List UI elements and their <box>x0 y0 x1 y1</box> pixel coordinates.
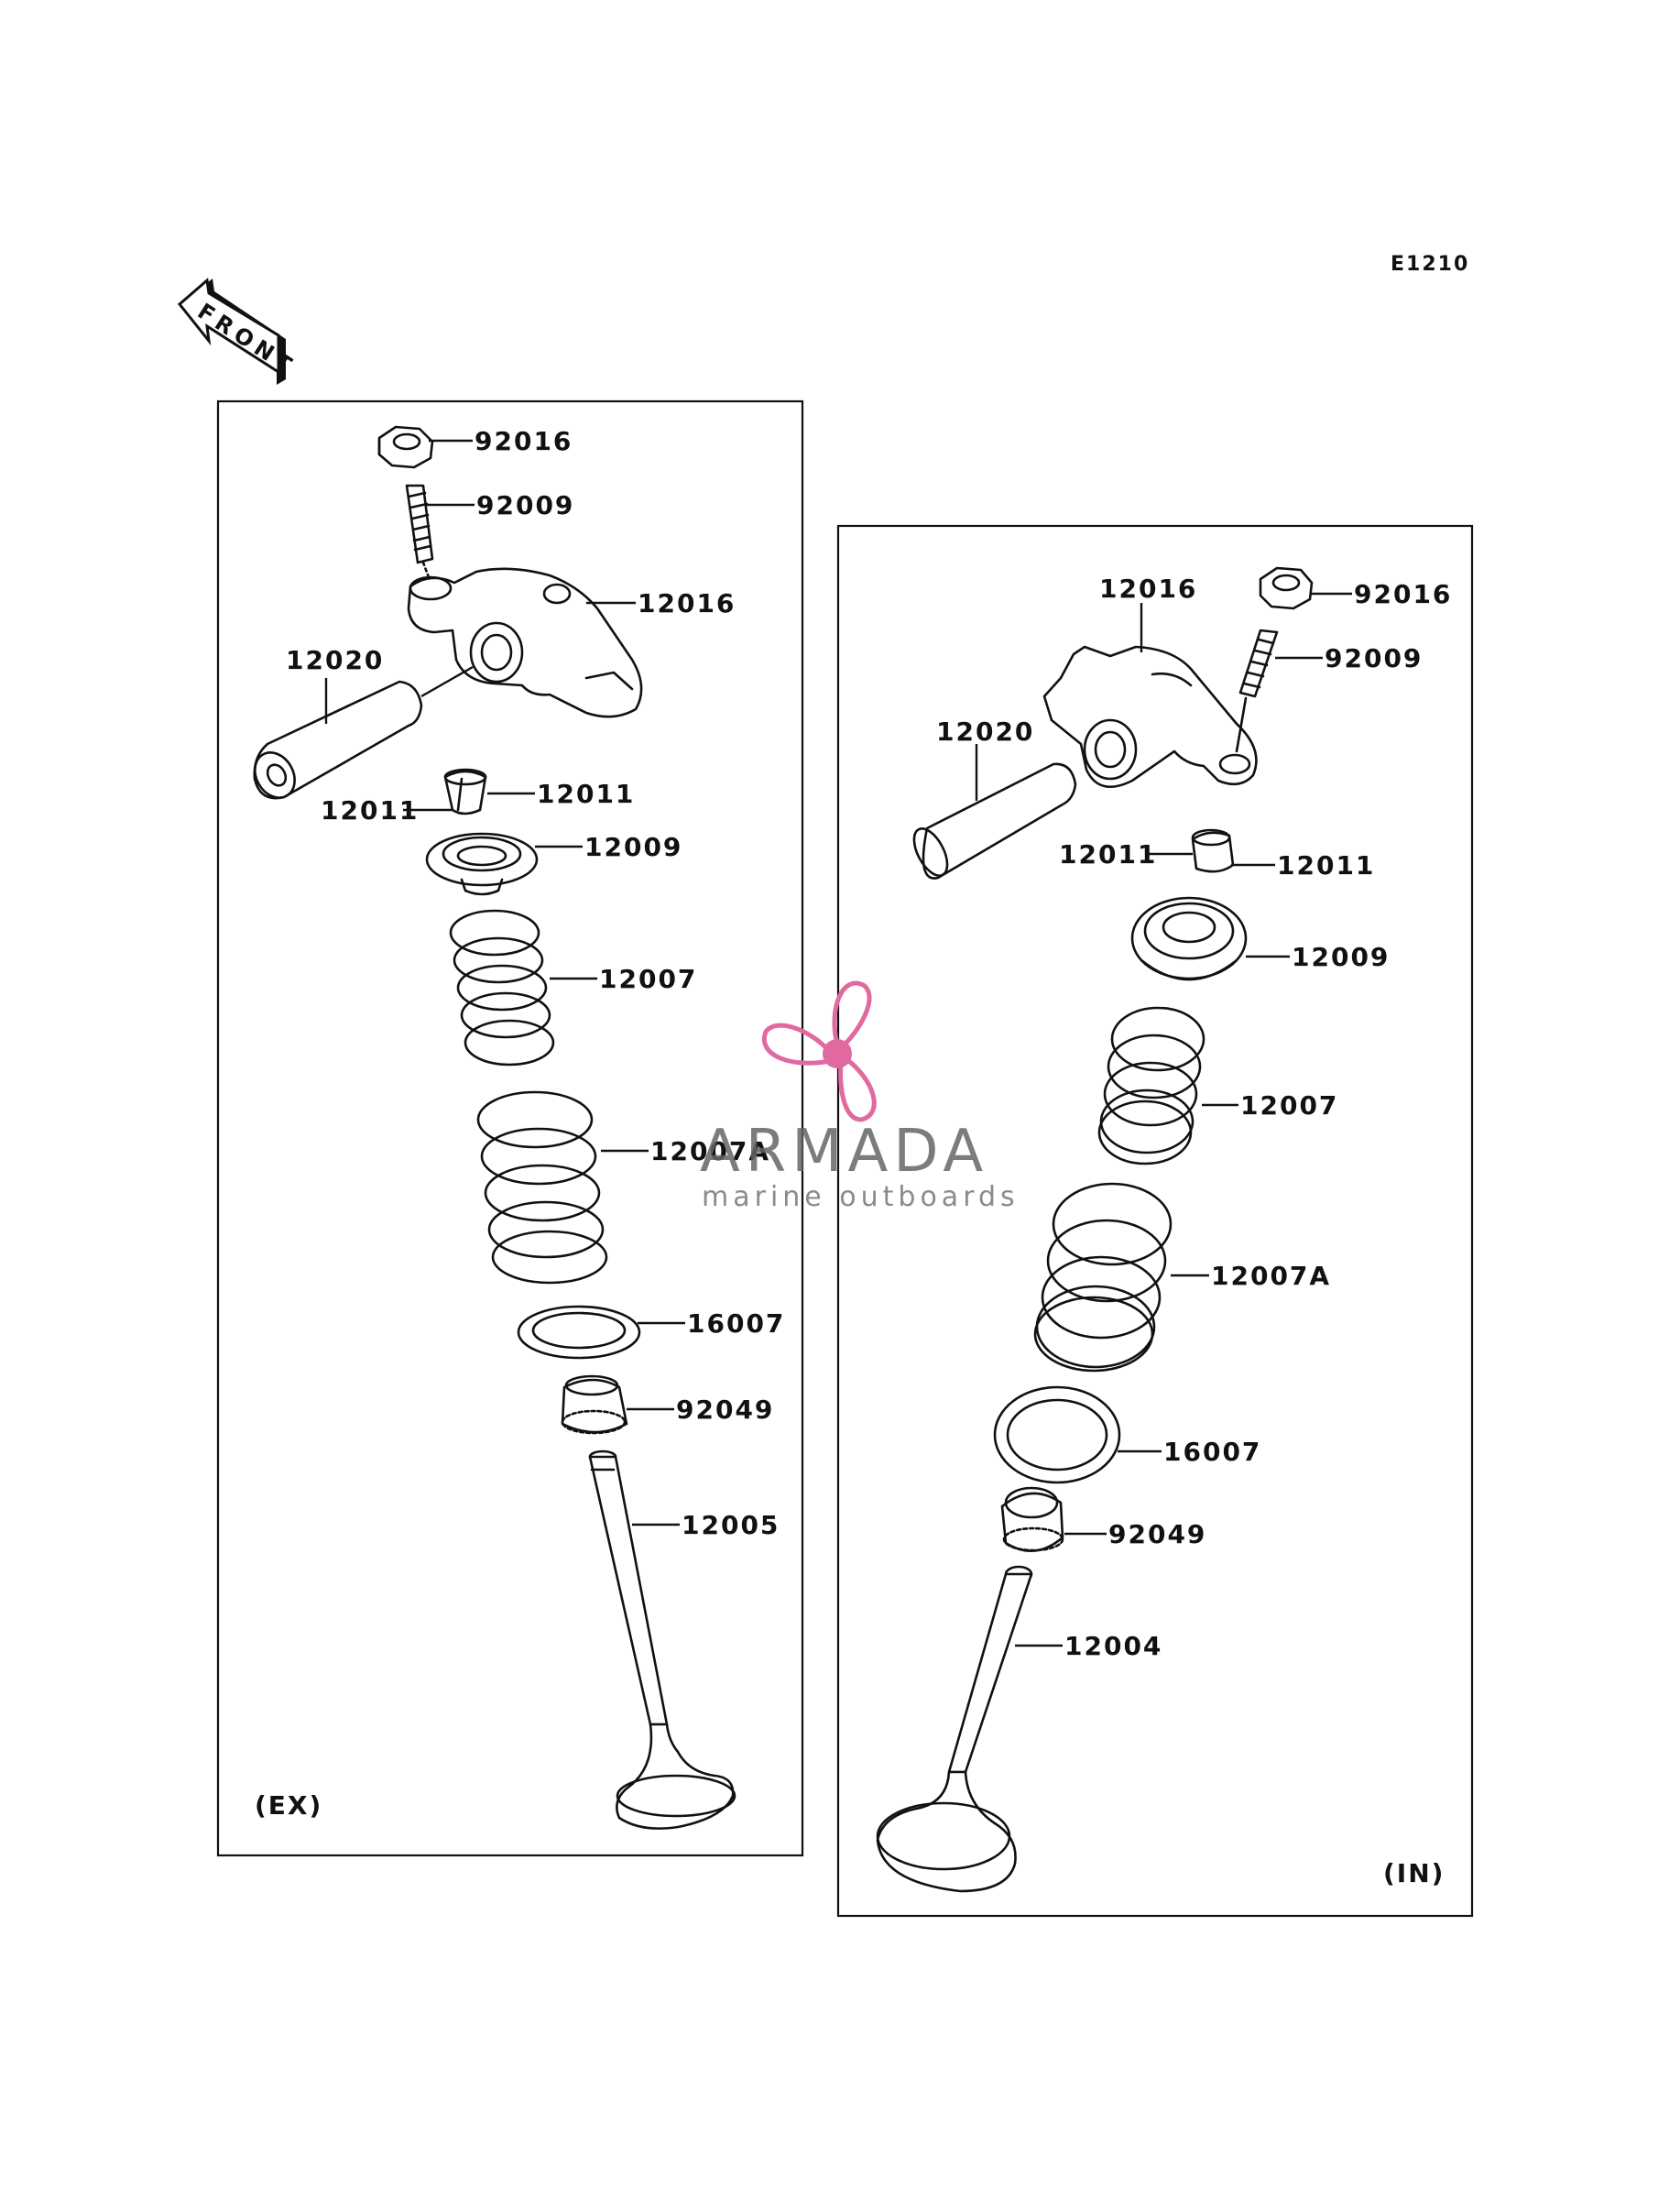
in-callout-92016: 92016 <box>1354 579 1452 609</box>
in-outer-spring-12007a <box>1033 1182 1173 1373</box>
ex-callout-12009: 12009 <box>584 832 682 862</box>
ex-spring-seat-16007 <box>517 1305 641 1360</box>
in-callout-12007a: 12007A <box>1211 1261 1331 1291</box>
ex-rocker-arm-12016 <box>407 567 643 718</box>
in-callout-16007: 16007 <box>1163 1437 1261 1467</box>
propeller-logo-icon <box>761 980 877 1122</box>
in-screw-92009 <box>1235 629 1279 753</box>
front-arrow-icon: FRONT <box>177 278 300 385</box>
in-spring-seat-16007 <box>993 1385 1121 1484</box>
in-callout-12007: 12007 <box>1240 1090 1338 1121</box>
ex-callout-12011-right: 12011 <box>537 779 635 809</box>
in-collet-12011 <box>1191 828 1235 873</box>
ex-callout-12005: 12005 <box>682 1510 780 1540</box>
intake-panel-tag: (IN) <box>1383 1858 1445 1888</box>
in-spring-retainer-12009 <box>1130 896 1248 981</box>
in-callout-12011-right: 12011 <box>1277 850 1375 881</box>
ex-callout-16007: 16007 <box>687 1308 785 1339</box>
ex-inner-spring-12007 <box>449 909 555 1067</box>
ex-callout-12020: 12020 <box>286 645 384 675</box>
armada-watermark: ARMADA marine outboards <box>700 980 1020 1213</box>
ex-screw-92009 <box>405 484 434 579</box>
intake-panel <box>836 524 1474 1918</box>
in-callout-12004: 12004 <box>1064 1631 1162 1661</box>
exhaust-panel-tag: (EX) <box>255 1790 322 1821</box>
in-oil-seal-92049 <box>1000 1486 1064 1552</box>
diagram-code: E1210 <box>1391 253 1469 276</box>
ex-callout-92009: 92009 <box>476 490 574 520</box>
in-callout-92049: 92049 <box>1108 1519 1206 1549</box>
ex-callout-12007: 12007 <box>599 964 697 994</box>
in-nut-92016 <box>1259 566 1314 610</box>
in-callout-92009: 92009 <box>1325 643 1423 673</box>
watermark-brand: ARMADA <box>700 1118 988 1186</box>
ex-collet-12011 <box>443 768 487 815</box>
ex-callout-12016-ex: 12016 <box>638 588 736 618</box>
ex-callout-92049: 92049 <box>676 1395 774 1425</box>
in-callout-12016: 12016 <box>1099 574 1197 604</box>
in-callout-12009: 12009 <box>1292 942 1390 972</box>
in-rocker-arm-12016 <box>1042 645 1258 788</box>
ex-callout-92016: 92016 <box>475 426 573 456</box>
watermark-tagline: marine outboards <box>702 1181 1020 1213</box>
in-rocker-shaft-12020 <box>912 762 1077 880</box>
ex-outer-spring-12007a <box>476 1090 608 1285</box>
in-callout-12011-left: 12011 <box>1059 839 1157 870</box>
ex-spring-retainer-12009 <box>425 832 539 896</box>
ex-callout-12011-left: 12011 <box>321 795 419 826</box>
ex-valve-12005 <box>588 1450 736 1830</box>
ex-callout-12007a: 12007A <box>650 1136 770 1166</box>
ex-nut-92016 <box>377 425 434 469</box>
ex-rocker-shaft-12020 <box>253 680 423 800</box>
in-valve-12004 <box>876 1565 1033 1893</box>
in-inner-spring-12007 <box>1097 1006 1205 1165</box>
in-callout-12020: 12020 <box>936 717 1034 747</box>
ex-oil-seal-92049 <box>561 1374 628 1435</box>
exhaust-panel <box>216 399 804 1857</box>
